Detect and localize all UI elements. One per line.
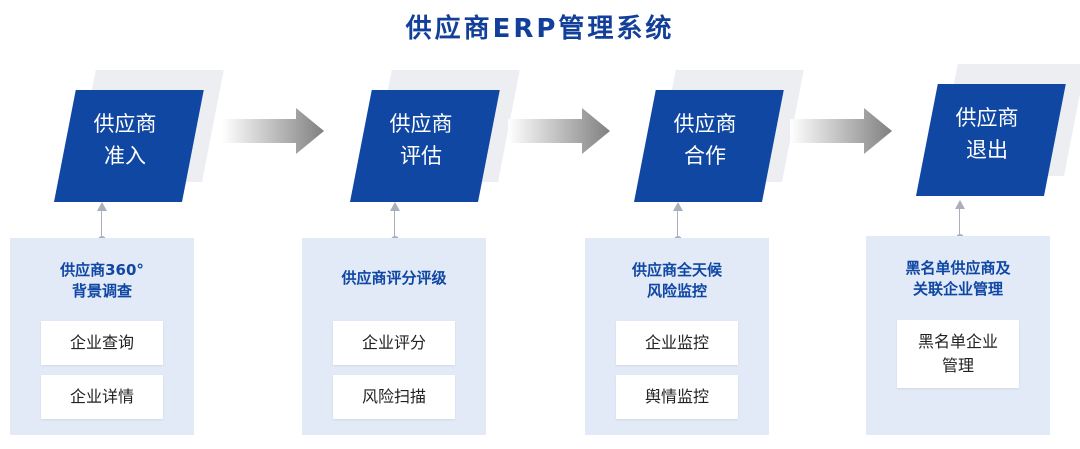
panel-background-check: 供应商360° 背景调查 企业查询 企业详情: [10, 238, 194, 435]
panel-blacklist: 黑名单供应商及 关联企业管理 黑名单企业 管理: [866, 236, 1050, 435]
stage-label: 供应商 合作: [640, 108, 770, 172]
connector-line: [677, 210, 678, 240]
panel-title: 黑名单供应商及 关联企业管理: [866, 258, 1050, 300]
panel-title-line2: 风险监控: [646, 282, 707, 300]
panel-title-line1: 供应商全天候: [631, 261, 722, 279]
connector-arrow-up-icon: [955, 200, 965, 209]
panel-title-line2: 关联企业管理: [912, 280, 1003, 298]
stage-label: 供应商 准入: [60, 108, 190, 172]
flow-arrow-icon: [508, 108, 610, 154]
flow-arrow-icon: [222, 108, 324, 154]
item-card-line2: 管理: [941, 356, 974, 375]
stage-supplier-exit: 供应商 退出: [902, 64, 1080, 196]
stage-label-line2: 准入: [104, 144, 146, 168]
stage-supplier-cooperation: 供应商 合作: [620, 70, 804, 202]
stage-label-line2: 退出: [966, 138, 1008, 162]
connector-arrow-up-icon: [673, 202, 683, 211]
stage-label-line2: 合作: [684, 144, 726, 168]
stage-supplier-admission: 供应商 准入: [40, 70, 224, 202]
panel-title-line1: 供应商评分评级: [341, 269, 447, 287]
item-card: 黑名单企业 管理: [897, 320, 1019, 388]
panel-title: 供应商360° 背景调查: [10, 260, 194, 302]
panel-rating: 供应商评分评级 企业评分 风险扫描: [302, 238, 486, 435]
connector-line: [394, 210, 395, 240]
connector-arrow-up-icon: [390, 202, 400, 211]
connector-line: [101, 210, 102, 240]
connector-arrow-up-icon: [97, 202, 107, 211]
stage-label-line1: 供应商: [673, 112, 737, 136]
item-card: 风险扫描: [333, 375, 455, 419]
flow-arrow-icon: [790, 108, 892, 154]
item-card: 企业监控: [616, 321, 738, 365]
item-card: 企业查询: [41, 321, 163, 365]
stage-label-line1: 供应商: [93, 112, 157, 136]
panel-title-line2: 背景调查: [71, 282, 132, 300]
item-card: 舆情监控: [616, 375, 738, 419]
stage-label-line1: 供应商: [389, 112, 453, 136]
stage-supplier-evaluation: 供应商 评估: [336, 70, 520, 202]
panel-title-line1: 供应商360°: [60, 261, 144, 279]
panel-title: 供应商评分评级: [302, 268, 486, 289]
panel-title: 供应商全天候 风险监控: [585, 260, 769, 302]
item-card: 企业评分: [333, 321, 455, 365]
stage-label-line1: 供应商: [955, 106, 1019, 130]
item-card: 企业详情: [41, 375, 163, 419]
panel-title-line1: 黑名单供应商及: [905, 259, 1011, 277]
diagram-title: 供应商ERP管理系统: [405, 14, 675, 44]
item-card-line1: 黑名单企业: [917, 332, 998, 351]
stage-label: 供应商 退出: [922, 102, 1052, 166]
stage-label-line2: 评估: [400, 144, 442, 168]
stage-label: 供应商 评估: [356, 108, 486, 172]
connector-line: [959, 208, 960, 238]
panel-risk-monitoring: 供应商全天候 风险监控 企业监控 舆情监控: [585, 238, 769, 435]
